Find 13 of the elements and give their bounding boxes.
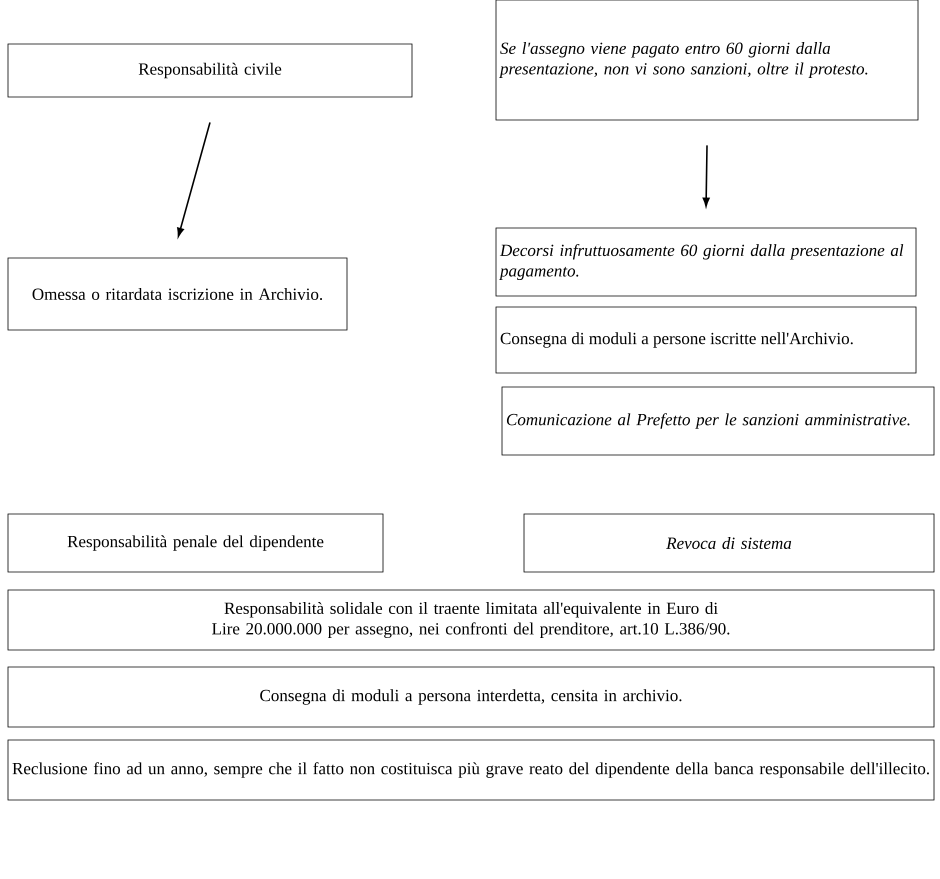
text-box: Omessa o ritardata iscrizione in Archivio. (8, 258, 348, 330)
text-box: Responsabilità civile (8, 44, 412, 98)
text-box: Consegna di moduli a persona interdetta, censita in archivio. (8, 666, 934, 728)
text-box: Revoca di sistema (524, 514, 934, 572)
text-box: Responsabilità solidale con il traente limitata all'equivalente in Euro di Lire 20.000.000 per assegno, nei confronti del prenditore, art.10 L.386/90. (8, 590, 934, 650)
text-box: Consegna di moduli a persone iscritte nell'Archivio. (496, 306, 916, 374)
text-box: Decorsi infruttuosamente 60 giorni dalla presentazione al pagamento. (496, 228, 916, 296)
text-box: Responsabilità penale del dipendente (8, 514, 384, 572)
text-box: Se l'assegno viene pagato entro 60 giorni dalla presentazione, non vi sono sanzioni, oltre il protesto. (496, 0, 918, 120)
text-box: Comunicazione al Prefetto per le sanzioni amministrative. (502, 386, 934, 456)
arrow (177, 122, 211, 237)
text-box: Reclusione fino ad un anno, sempre che il fatto non costituisca più grave reato del dipendente della banca responsabile dell'illecito. (8, 740, 934, 800)
arrow (702, 145, 710, 207)
